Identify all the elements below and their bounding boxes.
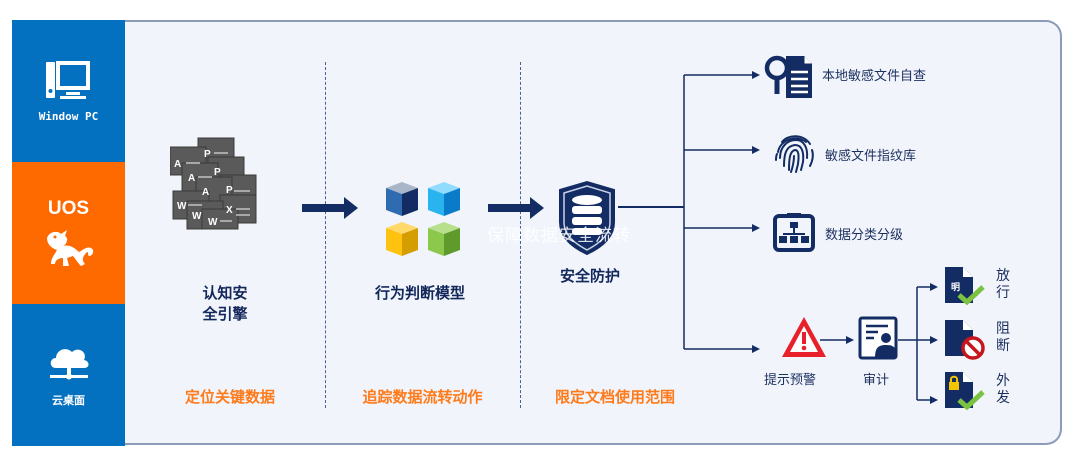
sidebar-label: 云桌面 <box>52 394 85 407</box>
alert-label: 提示预警 <box>764 373 817 388</box>
audit-label: 审计 <box>863 373 890 388</box>
svg-text:A: A <box>202 187 209 198</box>
document-blocked-icon <box>945 320 985 360</box>
stage-divider <box>325 62 326 408</box>
svg-text:X: X <box>226 205 233 216</box>
cubes-icon <box>386 182 460 256</box>
svg-text:W: W <box>208 217 218 228</box>
outcome-label: 放行 <box>996 268 1010 301</box>
sidebar-label: UOS <box>47 198 90 219</box>
fingerprint-icon <box>775 135 814 173</box>
sidebar-label: Window PC <box>38 109 99 123</box>
svg-text:W: W <box>177 201 187 212</box>
sidebar-item-cloud-desktop: 云桌面 <box>12 304 125 446</box>
stage-caption: 定位关键数据 <box>184 388 275 406</box>
qilin-dragon-icon <box>46 230 93 266</box>
stage-title: 安全防护 <box>559 267 620 285</box>
svg-text:P: P <box>226 185 233 196</box>
svg-text:A: A <box>188 173 195 184</box>
stage-divider <box>520 62 521 408</box>
branch-label: 数据分类分级 <box>825 228 904 243</box>
svg-text:P: P <box>204 149 211 160</box>
document-plaintext-approved-icon: 明 <box>945 267 985 305</box>
sidebar-item-window-pc: Window PC <box>12 20 125 162</box>
audit-report-icon <box>858 316 898 360</box>
flow-arrow-icon <box>488 197 544 219</box>
desktop-pc-icon <box>45 60 90 99</box>
cloud-network-icon <box>49 349 88 380</box>
outcome-label: 阻断 <box>996 321 1010 354</box>
warning-triangle-icon <box>782 317 826 357</box>
hierarchy-clipboard-icon <box>773 213 815 252</box>
svg-text:W: W <box>192 211 202 222</box>
branch-label: 本地敏感文件自查 <box>822 69 927 84</box>
watermark-text: 保障数据安全流转 <box>487 226 631 246</box>
sidebar-item-uos: UOS <box>12 162 125 304</box>
flow-arrow-icon <box>302 197 358 219</box>
svg-text:P: P <box>214 167 221 178</box>
stage-caption: 追踪数据流转动作 <box>362 388 483 406</box>
doc-plaintext-text: 明 <box>951 282 960 293</box>
document-search-icon <box>764 55 812 98</box>
stage-caption: 限定文档使用范围 <box>554 388 675 406</box>
document-locked-approved-icon <box>945 372 985 410</box>
stage-title: 行为判断模型 <box>374 284 465 302</box>
stage-title: 认知安 全引擎 <box>185 283 265 325</box>
branch-label: 敏感文件指纹库 <box>825 149 917 164</box>
outcome-label: 外发 <box>996 373 1010 406</box>
svg-text:A: A <box>174 159 181 170</box>
database-shield-icon <box>559 180 615 256</box>
stage-title-line: 全引擎 <box>202 305 248 323</box>
stage-title-line: 认知安 <box>202 284 248 302</box>
